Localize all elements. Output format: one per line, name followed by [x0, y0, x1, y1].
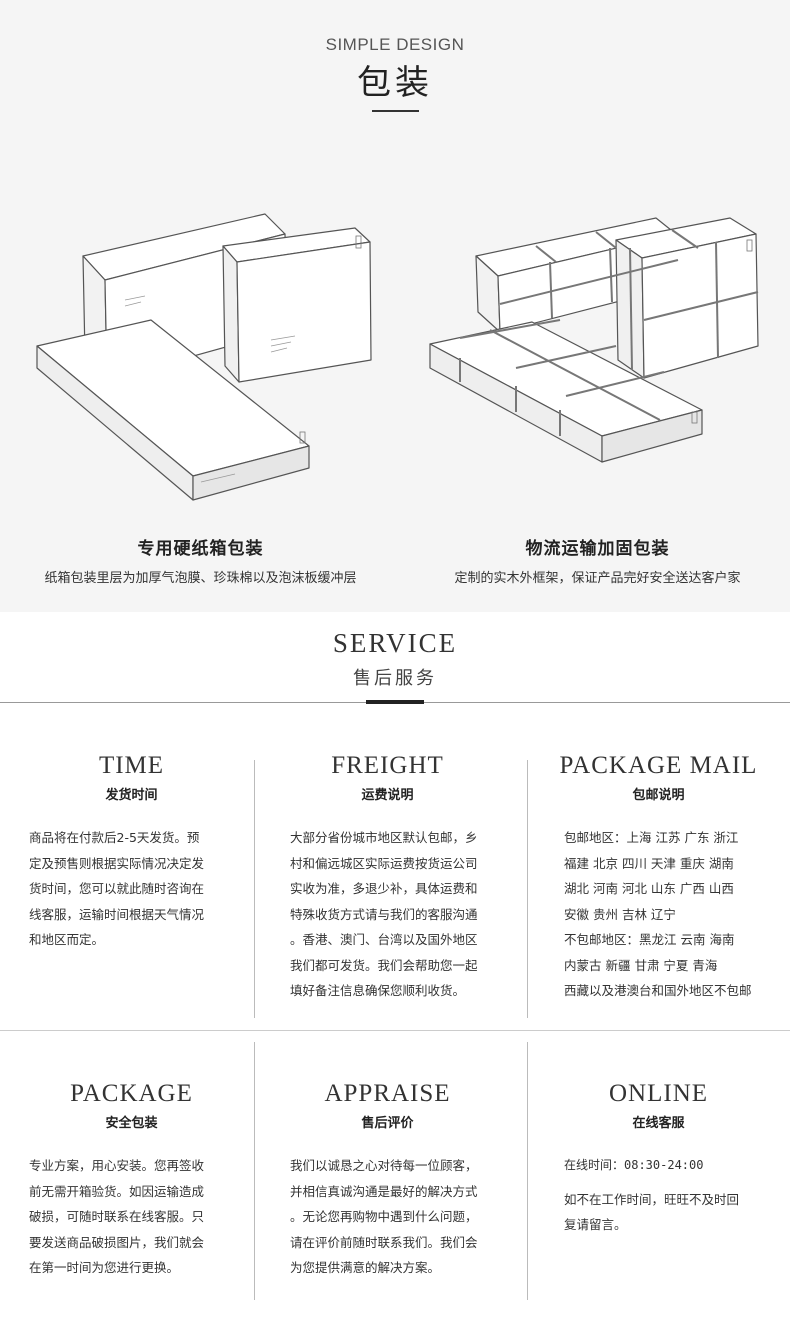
body-line: 西藏以及港澳台和国外地区不包邮	[564, 983, 752, 998]
time-heading: TIME	[98, 752, 165, 779]
body-line: 我们以诚恳之心对待每一位顾客，	[290, 1158, 478, 1173]
freight-cell: FREIGHT 运费说明 大部分省份城市地区默认包邮，乡 村和偏远城区实际运费按…	[256, 752, 519, 1012]
body-line: 破损，可随时联系在线客服。只	[29, 1209, 205, 1224]
online-cell: ONLINE 在线客服 在线时间：08:30-24:00 如不在工作时间，旺旺不…	[527, 1080, 790, 1310]
package-mail-subheading: 包邮说明	[632, 788, 685, 803]
body-line: 请在评价前随时联系我们。我们会	[290, 1234, 478, 1250]
appraise-body: 我们以诚恳之心对待每一位顾客， 并相信真诚沟通是最好的解决方式 。无论您再购物中…	[290, 1153, 478, 1281]
body-line: 要发送商品破损图片，我们就会	[29, 1234, 205, 1250]
body-line: 如不在工作时间，旺旺不及时回	[564, 1191, 740, 1207]
body-line: 特殊收货方式请与我们的客服沟通	[290, 906, 478, 922]
online-hours: 在线时间：08:30-24:00	[564, 1158, 704, 1172]
body-line: 线客服，运输时间根据天气情况	[29, 906, 205, 922]
service-tab-marker	[366, 700, 424, 704]
column-divider	[527, 760, 528, 1018]
package-mail-cell: PACKAGE MAIL 包邮说明 包邮地区：上海 江苏 广东 浙江 福建 北京…	[527, 752, 790, 1012]
crate-caption-title: 物流运输加固包装	[525, 539, 670, 559]
section-title: 包装	[357, 63, 433, 103]
body-line: 我们都可发货。我们会帮助您一起	[290, 957, 478, 973]
body-line: 填好备注信息确保您顺利收货。	[290, 983, 466, 998]
appraise-cell: APPRAISE 售后评价 我们以诚恳之心对待每一位顾客， 并相信真诚沟通是最好…	[256, 1080, 519, 1310]
body-line: 大部分省份城市地区默认包邮，乡	[290, 830, 478, 845]
package-mail-body: 包邮地区：上海 江苏 广东 浙江 福建 北京 四川 天津 重庆 湖南 湖北 河南…	[564, 825, 752, 1004]
wooden-crates-illustration	[429, 217, 759, 463]
appraise-heading: APPRAISE	[324, 1080, 451, 1107]
body-line: 安徽 贵州 吉林 辽宁	[564, 906, 676, 922]
body-line: 在第一时间为您进行更换。	[29, 1260, 180, 1275]
body-line: 福建 北京 四川 天津 重庆 湖南	[564, 855, 734, 871]
body-line: 定及预售则根据实际情况决定发	[29, 855, 205, 871]
body-line: 货时间，您可以就此随时咨询在	[29, 881, 205, 896]
service-title-cn: 售后服务	[353, 668, 437, 689]
service-title-en: SERVICE	[332, 628, 458, 658]
freight-subheading: 运费说明	[361, 788, 414, 803]
cardboard-caption-desc: 纸箱包装里层为加厚气泡膜、珍珠棉以及泡沫板缓冲层	[44, 571, 357, 586]
cardboard-caption-title: 专用硬纸箱包装	[137, 539, 264, 559]
body-line: 和地区而定。	[29, 932, 105, 947]
body-line: 前无需开箱验货。如因运输造成	[29, 1183, 205, 1199]
body-line: 实收为准，多退少补，具体运费和	[290, 881, 478, 896]
column-divider	[254, 760, 255, 1018]
package-subheading: 安全包装	[105, 1116, 158, 1131]
body-line: 不包邮地区：黑龙江 云南 海南	[564, 932, 735, 947]
packaging-section: SIMPLE DESIGN 包装	[0, 0, 790, 612]
column-divider	[527, 1042, 528, 1300]
body-line: 包邮地区：上海 江苏 广东 浙江	[564, 830, 739, 845]
body-line: 内蒙古 新疆 甘肃 宁夏 青海	[564, 957, 718, 973]
online-heading: ONLINE	[608, 1080, 709, 1107]
body-line: 。无论您再购物中遇到什么问题，	[290, 1209, 478, 1224]
body-line: 村和偏远城区实际运费按货运公司	[290, 855, 478, 871]
body-line: 商品将在付款后2-5天发货。预	[29, 830, 200, 845]
crate-caption-desc: 定制的实木外框架，保证产品完好安全送达客户家	[454, 571, 741, 586]
body-line: 为您提供满意的解决方案。	[290, 1260, 441, 1275]
time-subheading: 发货时间	[105, 788, 158, 803]
online-subheading: 在线客服	[632, 1116, 685, 1131]
section-eyebrow: SIMPLE DESIGN	[325, 35, 465, 54]
online-body: 在线时间：08:30-24:00 如不在工作时间，旺旺不及时回 复请留言。	[564, 1153, 739, 1238]
body-line: 湖北 河南 河北 山东 广西 山西	[564, 881, 734, 896]
freight-heading: FREIGHT	[331, 752, 444, 779]
body-line: 专业方案，用心安装。您再签收	[29, 1158, 205, 1173]
package-cell: PACKAGE 安全包装 专业方案，用心安装。您再签收 前无需开箱验货。如因运输…	[0, 1080, 263, 1310]
package-heading: PACKAGE	[70, 1080, 193, 1107]
body-line: 复请留言。	[564, 1217, 627, 1232]
time-cell: TIME 发货时间 商品将在付款后2-5天发货。预 定及预售则根据实际情况决定发…	[0, 752, 263, 1012]
appraise-subheading: 售后评价	[361, 1116, 414, 1131]
package-body: 专业方案，用心安装。您再签收 前无需开箱验货。如因运输造成 破损，可随时联系在线…	[29, 1153, 204, 1281]
package-mail-heading: PACKAGE MAIL	[559, 752, 758, 779]
body-line: 并相信真诚沟通是最好的解决方式	[290, 1183, 478, 1199]
body-line: 。香港、澳门、台湾以及国外地区	[290, 932, 478, 947]
time-body: 商品将在付款后2-5天发货。预 定及预售则根据实际情况决定发 货时间，您可以就此…	[29, 825, 204, 953]
freight-body: 大部分省份城市地区默认包邮，乡 村和偏远城区实际运费按货运公司 实收为准，多退少…	[290, 825, 478, 1004]
cardboard-boxes-illustration	[36, 213, 372, 501]
row-divider	[0, 1030, 790, 1031]
title-underline	[372, 110, 419, 112]
column-divider	[254, 1042, 255, 1300]
